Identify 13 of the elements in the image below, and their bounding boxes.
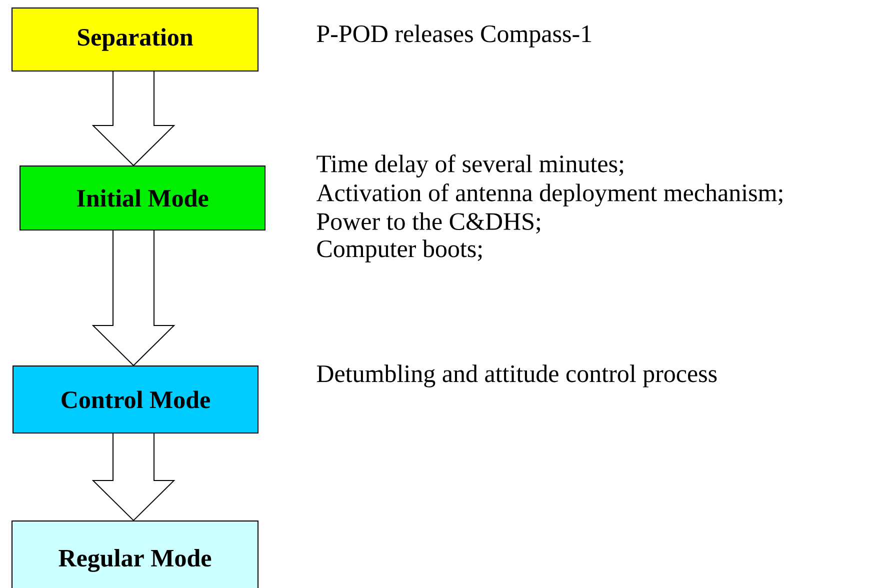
mode-box: Control Mode (12, 365, 258, 434)
description-text: Detumbling and attitude control process (316, 364, 717, 388)
mode-box: Regular Mode (12, 520, 258, 588)
description-text: P-POD releases Compass-1 (316, 24, 592, 48)
block-arrow (92, 230, 176, 366)
description-text: Time delay of several minutes; (316, 154, 624, 178)
description-text: Activation of antenna deployment mechanism; (316, 184, 782, 206)
description-text: Computer boots; (317, 240, 482, 262)
block-arrow (92, 432, 176, 522)
block-arrow (92, 71, 176, 166)
description-text: Power to the C&DHS; (316, 212, 540, 234)
mode-box: Initial Mode (20, 166, 266, 230)
mode-box: Separation (12, 8, 258, 72)
